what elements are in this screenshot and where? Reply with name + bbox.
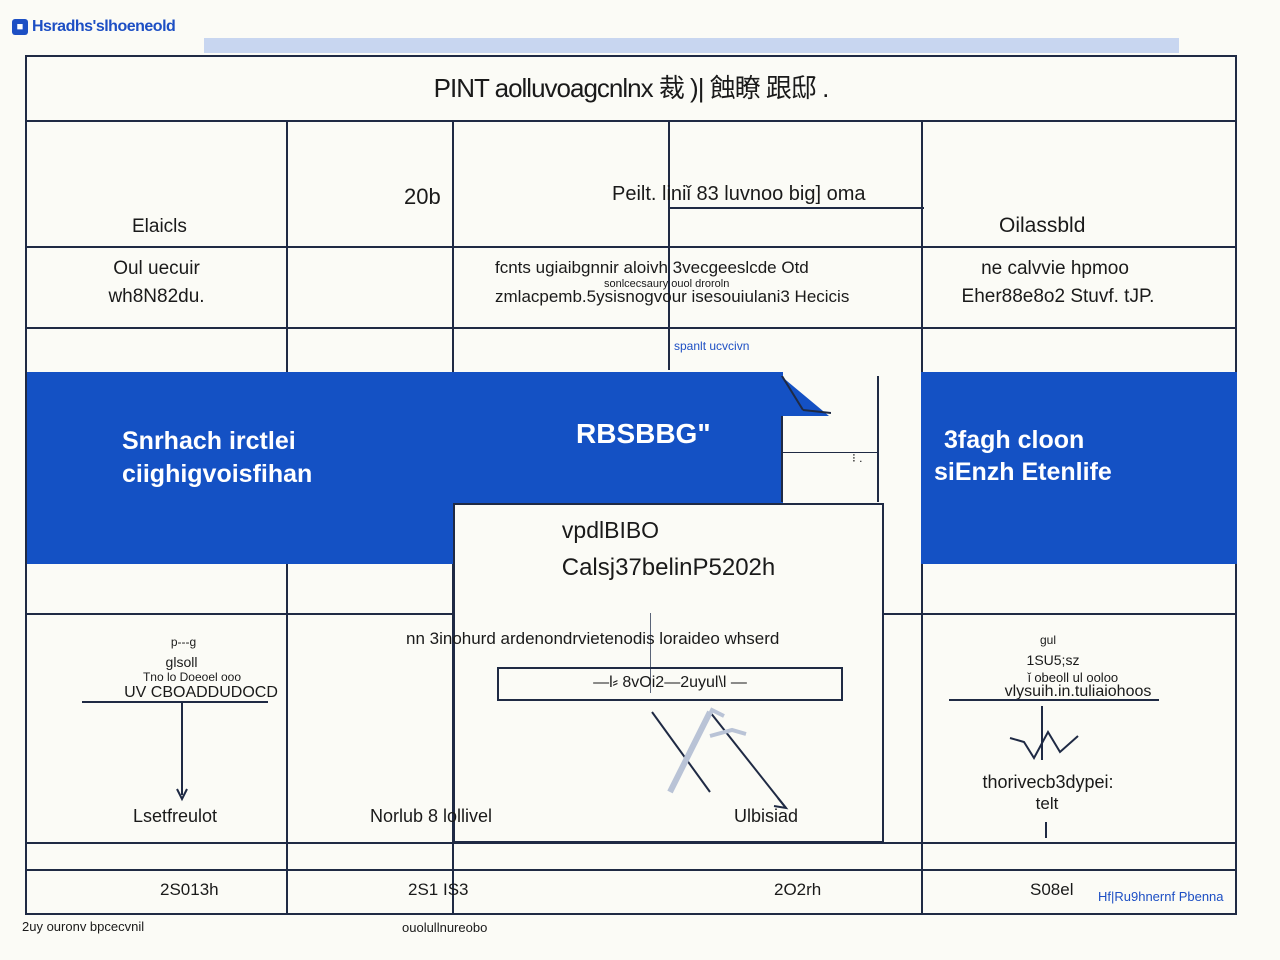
row1-c1-line1: Oul uecuir	[113, 258, 200, 279]
arrow-down-icon	[176, 703, 188, 802]
row1-c3-line1: fcnts ugiaibgnnir aloivh 3vecgeeslcde Ot…	[495, 258, 809, 277]
row3-c1-tiny1: p---g	[170, 635, 197, 649]
value-input-text: —l⸗ 8vOi2—2uyul\l —	[593, 674, 747, 691]
callout-mark: ⁝ .	[852, 451, 863, 465]
footer-link[interactable]: Hf|Ru9hnernf Pbenna	[1098, 889, 1224, 904]
row3-c1-underline	[82, 701, 268, 703]
row1-note: spanlt ucvcivn	[674, 339, 750, 353]
highlight-band-right	[921, 372, 1237, 564]
row1-c3-small: sonlcecsaury ouol droroln	[604, 278, 730, 290]
row3-c1-main: UV CBOADDUDOCD	[124, 684, 278, 701]
row3-c2-bottom: Norlub 8 lollivel	[370, 806, 493, 826]
band-right-line2: siEnzh Etenlife	[934, 458, 1112, 486]
callout-divider	[781, 452, 879, 453]
diagonal-arrows-icon	[651, 707, 789, 810]
row3-c3-bottom: Ulbisiad	[734, 806, 799, 826]
overlay-panel	[453, 503, 884, 843]
signal-icon	[1009, 706, 1079, 760]
rule-title	[25, 120, 1237, 122]
brand-logo[interactable]: ■ Hsradhs'slhoeneold	[12, 18, 176, 36]
header-col4: Oilassbld	[999, 214, 1086, 237]
footer-c3: 2O2rh	[774, 880, 822, 899]
row3-c1-tiny3: Tno lo Doeoel ooo	[142, 670, 242, 684]
row3-c2-top: nn 3inohurd ardenondrvietenodis loraideo…	[406, 629, 780, 648]
row1-c4-line1: ne calvvie hpmoo	[981, 258, 1129, 279]
rule-header	[25, 246, 1237, 248]
overlay-connector	[650, 613, 651, 693]
page-title: PINT aolluvoagcnlnx 裁 )| 蝕瞭 跟邸 .	[433, 73, 830, 103]
footer-bottom-center: ouolullnureobo	[402, 920, 488, 935]
overlay-line2: Calsj37belinP5202h	[561, 554, 776, 581]
row1-c3-line2: zmlacpemb.5ysisnogvour isesouiulani3 Hec…	[495, 287, 850, 306]
header-col3: Peilt. liniǐ 83 luvnoo big] oma	[612, 183, 866, 205]
row3-c4-tiny3: ǐ obeoll ul ooloo	[1027, 670, 1119, 685]
rule-row3	[25, 842, 1237, 844]
footer-c2: 2S1 IS3	[408, 880, 469, 899]
header-col1: Elaicls	[132, 216, 187, 237]
rule-subheader	[669, 207, 924, 209]
row3-c4-tiny1: gul	[1039, 633, 1056, 647]
row3-c4-main: vlysuih.in.tuliaiohoos	[1004, 683, 1152, 700]
footer-bottom-left: 2uy ouronv bpcecvnil	[22, 919, 145, 934]
rule-footer	[25, 869, 1237, 871]
row3-c4-line2: telt	[1035, 794, 1059, 813]
row3-c1-bottom: Lsetfreulot	[132, 806, 218, 826]
row3-c1-tiny2: glsoll	[165, 654, 198, 670]
row3-c4-line1: thorivecb3dypei:	[982, 772, 1114, 792]
band-right-line1: 3fagh cloon	[944, 426, 1085, 454]
row3-c4-tick	[1045, 822, 1047, 838]
value-input[interactable]	[497, 667, 843, 701]
row1-c4-line2: Eher88e8o2 Stuvf. tJP.	[961, 286, 1155, 307]
top-bar	[204, 38, 1179, 53]
header-year: 20b	[404, 184, 441, 209]
band-left-line1: Snrhach irctlei	[122, 427, 296, 455]
band-left-line2: ciighigvoisfihan	[122, 460, 313, 488]
rule-row1	[25, 327, 1237, 329]
brand-text: Hsradhs'slhoeneold	[32, 18, 176, 35]
overlay-line1: vpdlBIBO	[561, 517, 660, 543]
row3-c4-tiny2: 1SU5;sz	[1026, 652, 1080, 668]
footer-c1: 2S013h	[160, 880, 219, 899]
band-center: RBSBBG"	[576, 418, 711, 449]
document-icon: ■	[12, 19, 28, 35]
row3-c4-underline	[949, 699, 1159, 701]
col-divider-3	[668, 120, 670, 370]
callout-notch	[781, 376, 831, 416]
footer-c4: S08el	[1030, 880, 1074, 899]
row1-c1-line2: wh8N82du.	[108, 286, 205, 307]
